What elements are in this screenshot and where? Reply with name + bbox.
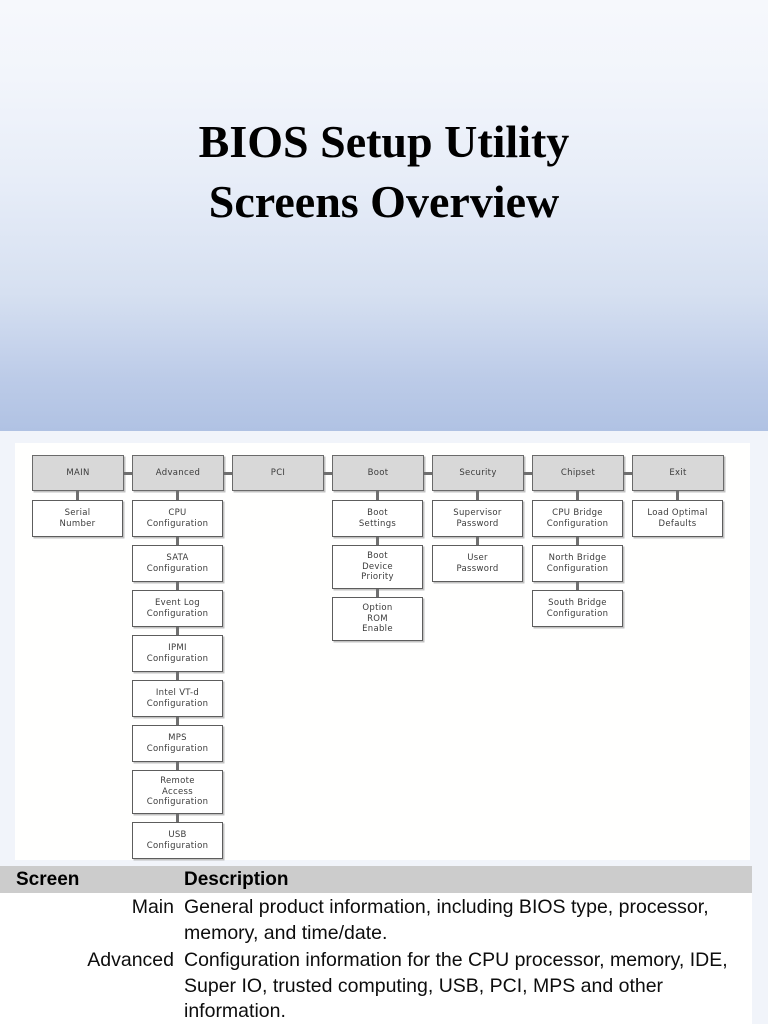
column-header-description: Description xyxy=(184,866,752,893)
connector-advanced-3 xyxy=(176,627,179,635)
connector-chipset-2 xyxy=(576,582,579,590)
connector-boot-to-security xyxy=(424,471,432,475)
connector-advanced-6 xyxy=(176,762,179,770)
node-boot-label: Boot xyxy=(367,467,389,478)
title-line-2: Screens Overview xyxy=(208,176,560,227)
connector-boot-2 xyxy=(376,589,379,597)
connector-chipset-1 xyxy=(576,537,579,545)
connector-advanced-1 xyxy=(176,537,179,545)
node-chipset: Chipset xyxy=(532,455,624,491)
node-exit-label: Exit xyxy=(669,467,687,478)
node-main-label: MAIN xyxy=(66,467,90,478)
connector-advanced-4 xyxy=(176,672,179,680)
connector-chipset-to-exit xyxy=(624,471,632,475)
node-main: MAIN xyxy=(32,455,124,491)
node-security-label: Security xyxy=(459,467,497,478)
title-line-1: BIOS Setup Utility xyxy=(198,116,570,167)
connector-exit-0 xyxy=(676,491,679,500)
node-exit: Exit xyxy=(632,455,724,491)
connector-security-to-chipset xyxy=(524,471,532,475)
node-pci: PCI xyxy=(232,455,324,491)
cell-screen-0: Main xyxy=(0,893,184,946)
table-header-row: Screen Description xyxy=(0,866,752,893)
connector-security-1 xyxy=(476,537,479,545)
column-header-screen: Screen xyxy=(0,866,184,893)
connector-advanced-5 xyxy=(176,717,179,725)
node-boot: Boot xyxy=(332,455,424,491)
connector-pci-to-boot xyxy=(324,471,332,475)
cell-description-0: General product information, including B… xyxy=(184,893,752,946)
page-title: BIOS Setup Utility Screens Overview xyxy=(0,112,768,232)
title-background: BIOS Setup Utility Screens Overview xyxy=(0,0,768,431)
connector-main-to-advanced xyxy=(124,471,132,475)
connector-security-0 xyxy=(476,491,479,500)
node-pci-label: PCI xyxy=(270,467,286,478)
node-advanced-label: Advanced xyxy=(155,467,201,478)
connector-main-0 xyxy=(76,491,79,500)
connector-boot-0 xyxy=(376,491,379,500)
node-chipset-label: Chipset xyxy=(560,467,596,478)
cell-description-1: Configuration information for the CPU pr… xyxy=(184,946,752,1025)
connector-chipset-0 xyxy=(576,491,579,500)
cell-screen-1: Advanced xyxy=(0,946,184,1025)
connector-boot-1 xyxy=(376,537,379,545)
node-advanced: Advanced xyxy=(132,455,224,491)
node-security: Security xyxy=(432,455,524,491)
connector-advanced-to-pci xyxy=(224,471,232,475)
connector-advanced-0 xyxy=(176,491,179,500)
connector-advanced-2 xyxy=(176,582,179,590)
connector-advanced-7 xyxy=(176,814,179,822)
